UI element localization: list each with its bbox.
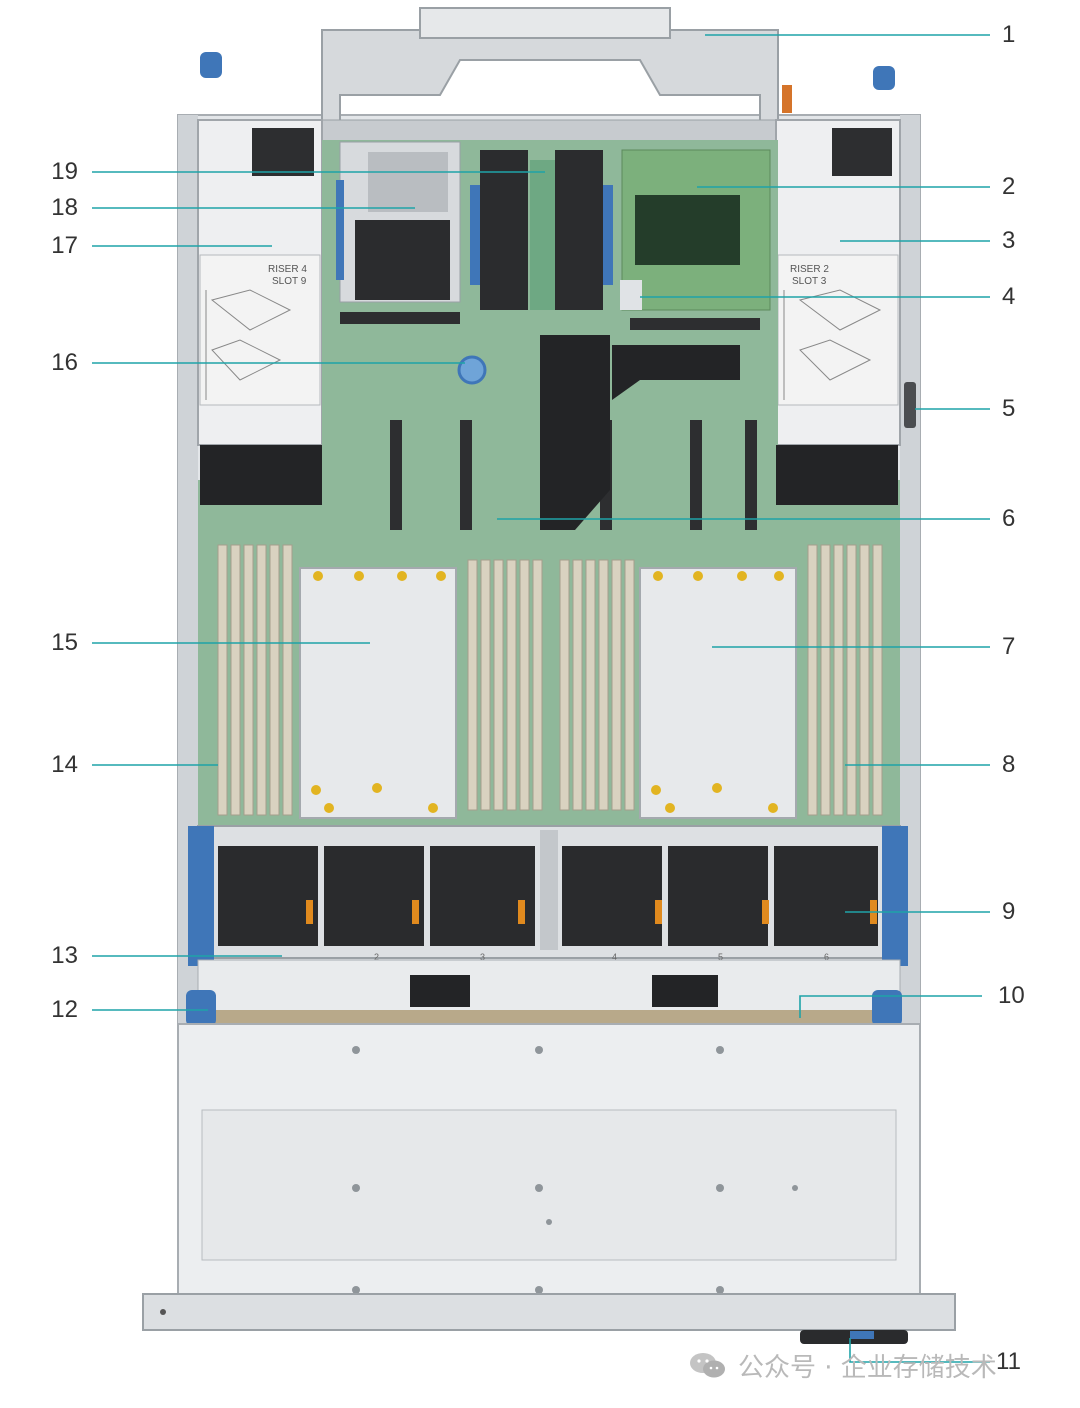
riser-left-sketch xyxy=(205,289,292,400)
power-connector-left xyxy=(200,445,322,505)
riser1-connector xyxy=(368,152,448,212)
bezel-screw xyxy=(160,1309,166,1315)
cpu-heatsink-left xyxy=(299,567,457,819)
pcie-slot-4 xyxy=(690,420,702,530)
riser-cage-right-label-panel xyxy=(777,254,899,406)
front-bezel xyxy=(142,1293,956,1331)
callout-16: 16 xyxy=(51,349,78,376)
ocp-bracket xyxy=(620,280,642,310)
riser1-heatsink xyxy=(355,220,450,300)
power-connector-right xyxy=(776,445,898,505)
pcie-slot-2 xyxy=(460,420,472,530)
backplane-connector-b xyxy=(652,975,718,1007)
cpu-left-screws xyxy=(311,571,446,813)
riser-right-line2: SLOT 3 xyxy=(792,276,827,287)
callout-5: 5 xyxy=(1002,395,1016,422)
fan-modules xyxy=(218,846,878,946)
drive-release-left xyxy=(186,990,216,1026)
cpu-right-screws xyxy=(651,571,784,813)
pcie-slot-5 xyxy=(745,420,757,530)
watermark: 公众号 · 企业存储技术 xyxy=(688,1347,997,1383)
gpu-card-a xyxy=(480,150,528,310)
callout-9: 9 xyxy=(1002,898,1016,925)
backplane-connector-a xyxy=(410,975,470,1007)
drive-bay-cover-inset xyxy=(201,1109,897,1261)
callout-6: 6 xyxy=(1002,505,1016,532)
riser-cage-left-label-panel xyxy=(199,254,321,406)
gpu-card-b xyxy=(555,150,603,310)
pcie-slot-1 xyxy=(390,420,402,530)
dimm-bank-left xyxy=(217,544,293,816)
air-duct-center xyxy=(540,335,610,530)
fan-cage-right-tab xyxy=(882,826,908,966)
callout-15: 15 xyxy=(51,629,78,656)
orange-tab xyxy=(782,85,792,113)
leader-line-10 xyxy=(799,995,982,1018)
riser-left-line2: SLOT 9 xyxy=(272,276,307,287)
callout-14: 14 xyxy=(51,751,78,778)
fan-label-3: 3 xyxy=(480,952,485,962)
slot-strip-top-right xyxy=(630,318,760,330)
control-panel-blue xyxy=(850,1331,874,1339)
backplane-board xyxy=(198,1010,900,1024)
riser-right-sketch xyxy=(783,289,882,400)
fan-cage-left-tab xyxy=(188,826,214,966)
callout-12: 12 xyxy=(51,996,78,1023)
slot-strip-top-left xyxy=(340,312,460,324)
watermark-text: 公众号 · 企业存储技术 xyxy=(738,1352,997,1383)
gpu-blue-tab-a xyxy=(470,185,480,285)
callout-18: 18 xyxy=(51,194,78,221)
callout-8: 8 xyxy=(1002,751,1016,778)
fan-label-2: 2 xyxy=(374,952,379,962)
callout-1: 1 xyxy=(1002,21,1016,48)
fan-cage-divider xyxy=(540,830,558,950)
thumbscrew-left xyxy=(200,52,222,78)
rear-bracket-bar xyxy=(321,119,779,143)
gpu-blue-tab-b xyxy=(603,185,613,285)
dimm-bank-center xyxy=(467,559,635,811)
thumbscrew-right xyxy=(873,66,895,90)
rear-handle-top xyxy=(419,7,671,39)
callout-10: 10 xyxy=(998,982,1025,1009)
dimm-bank-right xyxy=(807,544,883,816)
fan-label-4: 4 xyxy=(612,952,617,962)
wechat-icon xyxy=(690,1353,725,1378)
drive-release-right xyxy=(872,990,902,1026)
riser-cage-left-fan xyxy=(252,128,314,176)
leader-lines xyxy=(92,34,990,1363)
riser-cage-right-fan xyxy=(832,128,892,176)
cover-rivets xyxy=(352,1046,798,1294)
callout-7: 7 xyxy=(1002,633,1016,660)
side-latch-right xyxy=(904,382,916,428)
callout-11: 11 xyxy=(996,1348,1021,1375)
cpu-heatsink-right xyxy=(639,567,797,819)
center-pcb-strip xyxy=(530,160,555,310)
ocp-chip xyxy=(635,195,740,265)
riser-left-line1: RISER 4 xyxy=(268,264,307,275)
fan-label-6: 6 xyxy=(824,952,829,962)
callout-3: 3 xyxy=(1002,227,1016,254)
callout-13: 13 xyxy=(51,942,78,969)
callout-2: 2 xyxy=(1002,173,1016,200)
riser1-blue-tab xyxy=(336,180,344,280)
riser-right-line1: RISER 2 xyxy=(790,264,829,275)
leader-line-11 xyxy=(849,1338,990,1363)
coin-battery xyxy=(457,355,487,385)
callout-17: 17 xyxy=(51,232,78,259)
callout-19: 19 xyxy=(51,158,78,185)
fan-label-5: 5 xyxy=(718,952,723,962)
callout-4: 4 xyxy=(1002,283,1016,310)
air-duct-right-arm xyxy=(612,345,740,400)
